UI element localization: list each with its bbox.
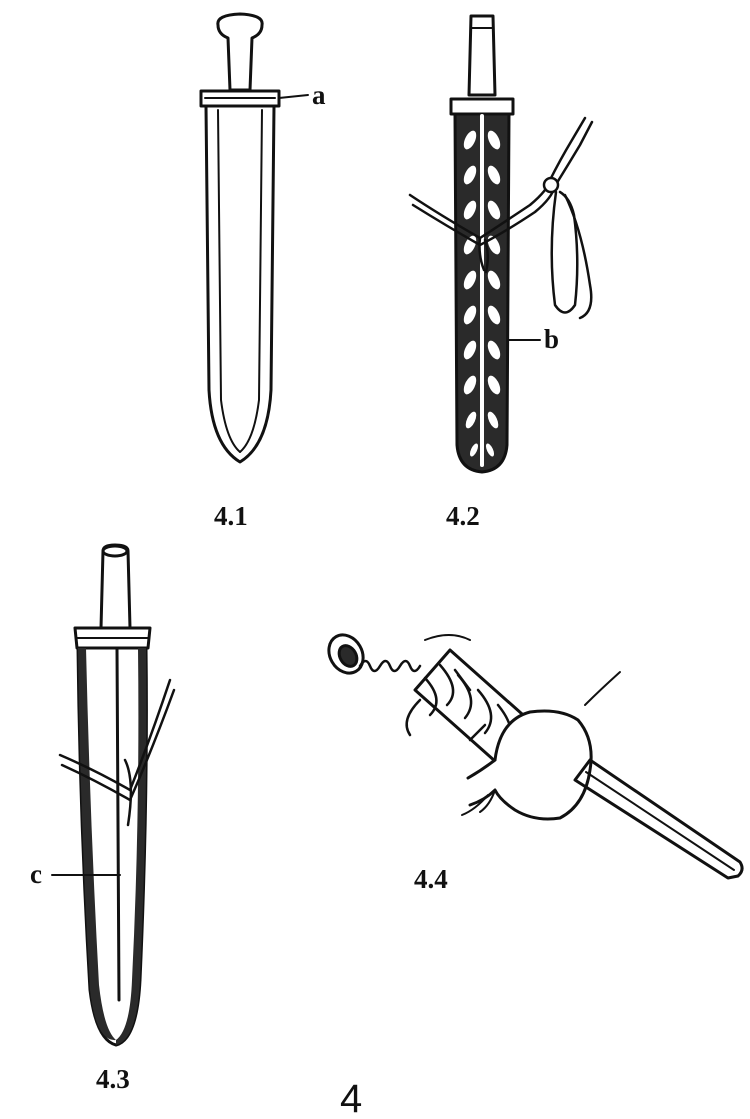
panel-label-4-4: 4.4 [414, 864, 448, 894]
panel-label-4-3: 4.3 [96, 1064, 130, 1094]
sword-blade [206, 106, 274, 462]
callout-b: b [544, 324, 559, 354]
handle-spiral-wrap [360, 661, 420, 671]
scabbard-drawing [410, 16, 592, 472]
callout-a: a [312, 80, 326, 110]
sword-pommel [218, 14, 262, 90]
callout-c: c [30, 859, 42, 889]
scabbard-mouth [451, 99, 513, 114]
figure-number: 4 [340, 1077, 362, 1119]
handle-drawing [322, 629, 742, 878]
callout-line-a [279, 95, 308, 98]
scabbard-perspective-drawing [52, 545, 174, 1045]
sword-drawing [201, 14, 308, 462]
panel-label-4-2: 4.2 [446, 501, 480, 531]
panel-label-4-1: 4.1 [214, 501, 248, 531]
